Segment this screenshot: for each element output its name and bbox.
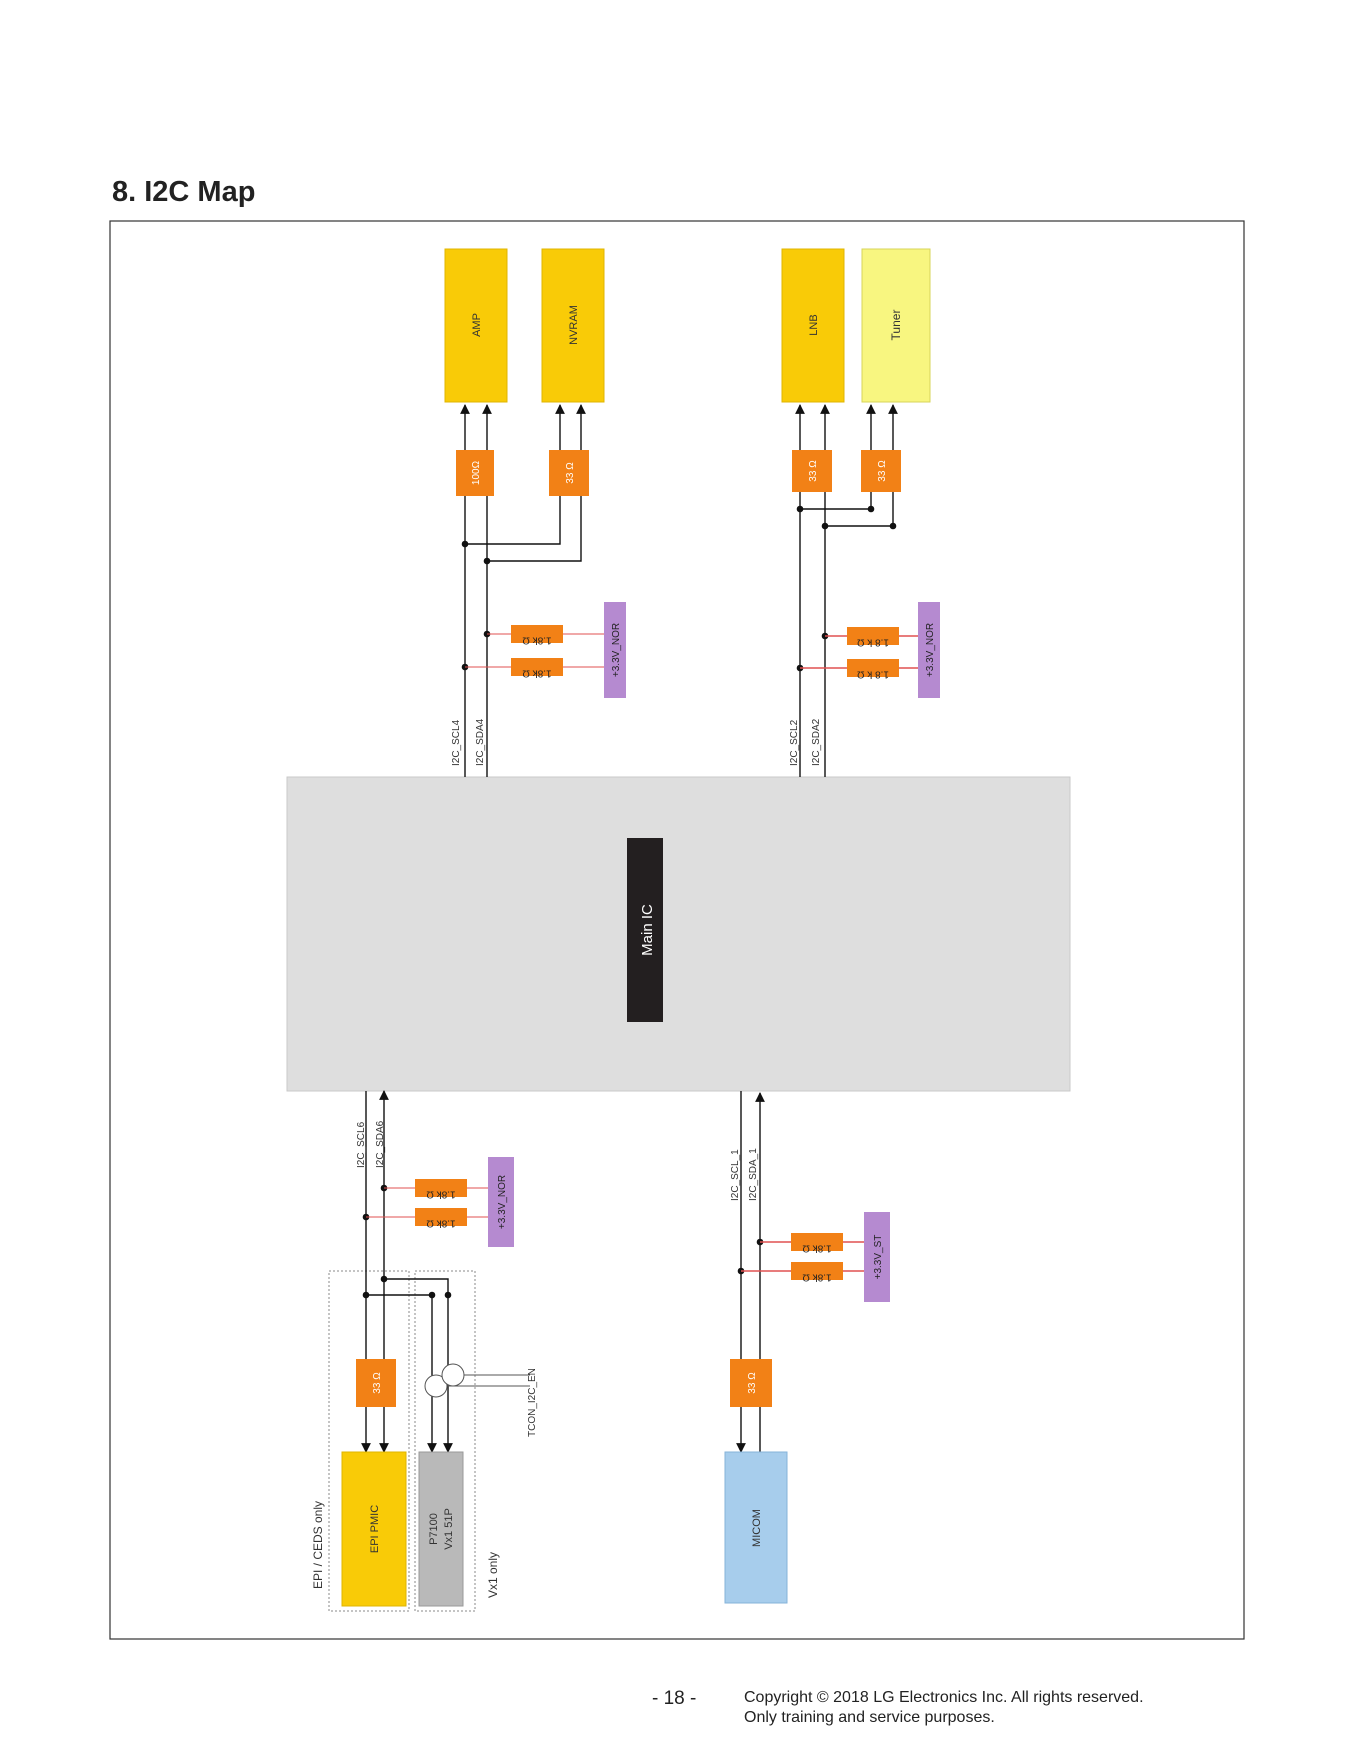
micom-label: MICOM — [751, 1509, 763, 1547]
bus2-pullup-resistor-1 — [847, 627, 899, 645]
nvram-label: NVRAM — [568, 305, 580, 345]
tuner-chip — [861, 248, 931, 403]
bus4-pullup-label-2: 1.8k Ω — [522, 668, 552, 679]
signal-sda4: I2C_SDA4 — [475, 718, 486, 766]
bus2-power-rail — [918, 602, 940, 698]
epi-resistor-label: 33 Ω — [372, 1372, 383, 1394]
copyright-notice: Copyright © 2018 LG Electronics Inc. All… — [744, 1688, 1144, 1728]
signal-scl2: I2C_SCL2 — [789, 719, 800, 766]
main-ic-label-box — [627, 838, 663, 1022]
bus6-pullup-label-1: 1.8k Ω — [426, 1189, 456, 1200]
signal-scl1: I2C_SCL_1 — [730, 1149, 741, 1201]
tuner-series-resistor — [861, 450, 901, 492]
p7100-label-1: P7100 — [428, 1513, 440, 1545]
epi-pmic-chip — [341, 1451, 407, 1607]
amp-series-resistor — [456, 450, 494, 496]
nvram-series-resistor — [549, 450, 589, 496]
amp-label: AMP — [471, 313, 483, 337]
signal-tcon-en: TCON_I2C_EN — [527, 1368, 538, 1437]
vx1-only-note: Vx1 only — [486, 1552, 500, 1598]
bus1-pullup-resistor-1 — [791, 1233, 843, 1251]
signal-scl4: I2C_SCL4 — [451, 719, 462, 766]
bus4-pullup-resistor-2 — [511, 658, 563, 676]
signal-sda2: I2C_SDA2 — [811, 718, 822, 766]
signal-sda6: I2C_SDA6 — [375, 1120, 386, 1168]
micom-resistor-label: 33 Ω — [747, 1372, 758, 1394]
bus2-pullup-label-2: 1.8 k Ω — [857, 669, 889, 680]
micom-chip — [724, 1451, 788, 1604]
tuner-resistor-label: 33 Ω — [877, 460, 888, 482]
signal-scl6: I2C_SCL6 — [356, 1121, 367, 1168]
bus1-power-rail — [864, 1212, 890, 1302]
bus1-pullup-resistor-2 — [791, 1262, 843, 1280]
bus2-pullup-label-1: 1.8 k Ω — [857, 637, 889, 648]
amp-resistor-label: 100Ω — [471, 460, 482, 485]
epi-pmic-label: EPI PMIC — [369, 1505, 381, 1553]
p7100-label-2: Vx1 51P — [443, 1508, 455, 1550]
bus6-pullup-label-2: 1.8k Ω — [426, 1218, 456, 1229]
page-title: 8. I2C Map — [112, 176, 256, 208]
nvram-chip — [541, 248, 605, 403]
bus6-power-rail — [488, 1157, 514, 1247]
bus1-pullup-label-2: 1.8k Ω — [802, 1272, 832, 1283]
p7100-connector — [418, 1451, 464, 1607]
bus4-pullup-resistor-1 — [511, 625, 563, 643]
level-shift-transistor-2 — [441, 1363, 465, 1387]
bus6-pullup-resistor-2 — [415, 1208, 467, 1226]
bus4-rail-label: +3.3V_NOR — [611, 623, 622, 677]
copyright-line-2: Only training and service purposes. — [744, 1709, 995, 1726]
bus4-power-rail — [604, 602, 626, 698]
nvram-resistor-label: 33 Ω — [565, 462, 576, 484]
bus6-pullup-resistor-1 — [415, 1179, 467, 1197]
epi-only-zone — [328, 1270, 410, 1612]
copyright-line-1: Copyright © 2018 LG Electronics Inc. All… — [744, 1689, 1144, 1706]
tuner-label: Tuner — [889, 310, 903, 341]
lnb-label: LNB — [808, 314, 820, 335]
main-ic-label: Main IC — [639, 904, 656, 956]
amp-chip — [444, 248, 508, 403]
bus2-pullup-resistor-2 — [847, 659, 899, 677]
bus6-rail-label: +3.3V_NOR — [497, 1175, 508, 1229]
micom-series-resistor — [730, 1359, 772, 1407]
bus1-rail-label: +3.3V_ST — [873, 1235, 884, 1280]
lnb-series-resistor — [792, 450, 832, 492]
page-number: - 18 - — [652, 1688, 697, 1709]
signal-sda1: I2C_SDA_1 — [748, 1148, 759, 1201]
bus2-rail-label: +3.3V_NOR — [925, 623, 936, 677]
epi-series-resistor — [356, 1359, 396, 1407]
main-ic-block — [286, 776, 1071, 1092]
vx1-only-zone — [414, 1270, 476, 1612]
bus1-pullup-label-1: 1.8k Ω — [802, 1243, 832, 1254]
diagram-frame — [109, 220, 1245, 1640]
lnb-resistor-label: 33 Ω — [808, 460, 819, 482]
lnb-chip — [781, 248, 845, 403]
epi-only-note: EPI / CEDS only — [311, 1501, 325, 1589]
bus4-pullup-label-1: 1.8k Ω — [522, 635, 552, 646]
